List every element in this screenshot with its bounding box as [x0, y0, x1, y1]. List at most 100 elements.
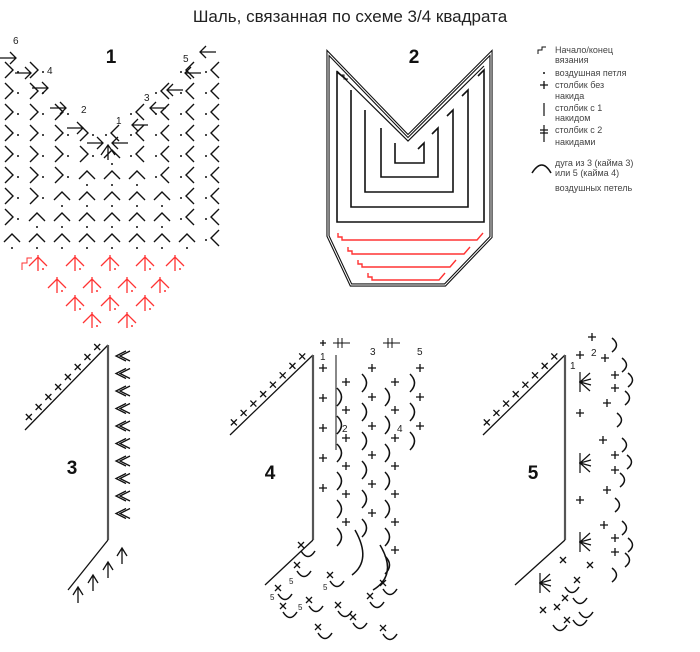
arc-count-label: 5: [270, 593, 275, 602]
single-crochet-icon: [93, 343, 101, 351]
chevron-stitch-group: [54, 145, 64, 163]
arrow-stitch-icon: [114, 402, 131, 415]
red-border-stitch: [28, 255, 48, 271]
row-label: 4: [397, 424, 403, 435]
single-crochet-icon: [314, 623, 322, 631]
chain-arc-icon: [382, 633, 398, 641]
single-crochet-icon: [576, 409, 584, 417]
red-chain-dot: [131, 290, 133, 292]
chain-stitch-icon: [17, 218, 19, 220]
row-label: 3: [370, 347, 376, 358]
arrow-icon: [184, 66, 201, 80]
single-crochet-icon: [391, 462, 399, 470]
red-border-stitch: [100, 255, 120, 271]
fan-stitch-icon: [579, 532, 592, 552]
chevron-stitch-group: [210, 103, 220, 121]
chevron-stitch-group: [28, 233, 46, 243]
round-outline: [394, 141, 425, 164]
single-crochet-icon: [334, 601, 342, 609]
diagram-2-number: 2: [409, 47, 420, 68]
single-crochet-icon: [502, 400, 510, 407]
arc-count-label: 5: [289, 577, 294, 586]
chain-arc-icon: [296, 570, 312, 578]
chevron-stitch-group: [128, 191, 146, 201]
diagonal-edge: [514, 539, 566, 586]
chain-stitch-icon: [205, 134, 207, 136]
diagram-4: 4 1 2 3 4 5 5 5 5 5: [229, 338, 424, 641]
red-chain-dot: [149, 268, 151, 270]
chevron-stitch-group: [29, 187, 39, 205]
row-label: 2: [591, 348, 597, 359]
chevron-stitch-group: [110, 124, 120, 142]
chain-arc-icon: [336, 499, 343, 519]
chevron-stitch-group: [4, 145, 14, 163]
chain-stitch-icon: [205, 176, 207, 178]
chain-stitch-icon: [205, 155, 207, 157]
chain-stitch-icon: [136, 205, 138, 207]
chain-stitch-icon: [111, 184, 113, 186]
chain-stitch-icon: [17, 197, 19, 199]
arrow-stitch-icon: [114, 367, 131, 380]
chain-stitch-icon: [67, 113, 69, 115]
chain-stitch-icon: [17, 113, 19, 115]
outer-outline-inner: [327, 51, 492, 286]
chevron-stitch-group: [128, 233, 146, 243]
single-crochet-icon: [274, 584, 282, 592]
arrow-stitch-icon: [114, 455, 131, 467]
arrow-stitch-icon: [114, 385, 131, 397]
chain-arc-icon: [336, 415, 343, 435]
chevron-stitch-group: [53, 212, 71, 222]
chevron-stitch-group: [29, 61, 39, 79]
red-chain-dot: [61, 290, 63, 292]
red-border-stitch: [117, 277, 137, 293]
single-crochet-icon: [342, 378, 350, 386]
single-crochet-icon: [563, 616, 571, 624]
red-border-row: [337, 232, 484, 241]
chain-arc-icon: [361, 518, 368, 538]
single-crochet-icon: [319, 394, 327, 402]
chain-stitch-icon: [86, 247, 88, 249]
chain-stitch-icon: [180, 197, 182, 199]
single-crochet-icon: [297, 541, 305, 549]
chevron-stitch-group: [4, 124, 14, 142]
chain-stitch-icon: [111, 205, 113, 207]
diagram-1: 1 6 4 2 1 3 5: [0, 36, 220, 328]
single-crochet-icon: [603, 486, 611, 494]
chain-stitch-icon: [136, 247, 138, 249]
chain-stitch-icon: [86, 226, 88, 228]
arrow-icon: [15, 66, 32, 80]
chain-arc-icon: [614, 497, 621, 513]
chain-stitch-icon: [67, 176, 69, 178]
chevron-stitch-group: [28, 212, 46, 222]
single-crochet-icon: [298, 353, 306, 360]
single-crochet-icon: [64, 373, 72, 381]
chain-stitch-icon: [579, 462, 581, 464]
arrow-stitch-icon: [114, 507, 131, 520]
red-chain-dot: [114, 308, 116, 310]
single-crochet-icon: [320, 340, 326, 346]
diagram-3: 3: [24, 343, 131, 603]
chain-stitch-icon: [180, 176, 182, 178]
diagonal-edge: [229, 354, 314, 436]
arrow-stitch-icon: [114, 420, 131, 432]
chevron-stitch-group: [160, 103, 170, 121]
chain-stitch-icon: [155, 134, 157, 136]
diagram-1-number: 1: [106, 47, 117, 68]
single-crochet-icon: [249, 400, 257, 407]
single-crochet-icon: [25, 413, 33, 421]
start-end-icon: [340, 74, 348, 80]
chevron-stitch-group: [128, 212, 146, 222]
chain-stitch-icon: [17, 134, 19, 136]
single-crochet-icon: [559, 556, 567, 564]
arrow-icon: [32, 81, 49, 95]
single-crochet-icon: [230, 418, 238, 426]
chevron-stitch-group: [160, 166, 170, 184]
chain-arc-icon: [611, 337, 618, 353]
fan-stitch-icon: [579, 453, 592, 473]
legend-text: накидами: [555, 137, 595, 147]
chain-arc-icon: [308, 605, 324, 613]
single-crochet-icon: [611, 384, 619, 392]
treble-crochet-icon: [540, 125, 548, 142]
red-chain-dot: [179, 268, 181, 270]
chain-arc-icon: [531, 164, 552, 174]
